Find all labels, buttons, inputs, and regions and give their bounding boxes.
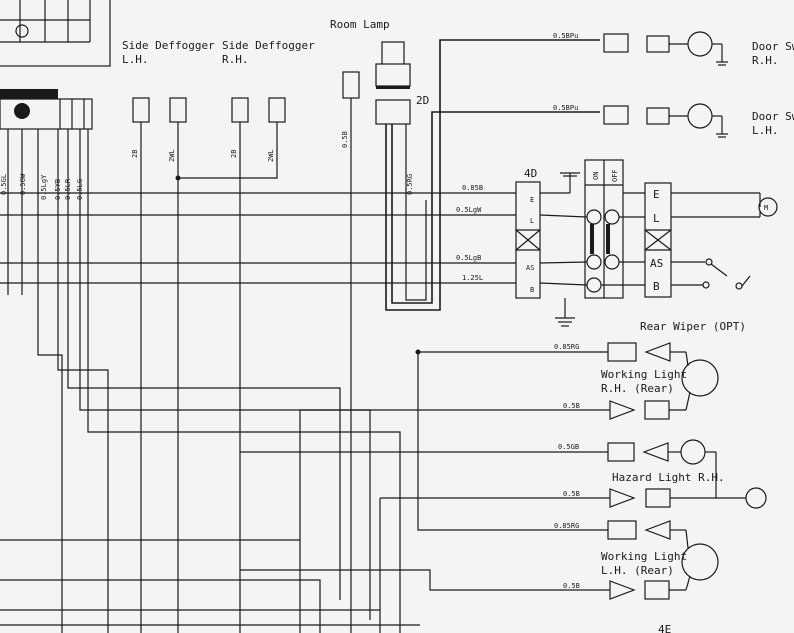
wire-label: 2B [131, 150, 139, 158]
wire-label: 0.5LG [76, 179, 84, 200]
wire-label: 0.5B [341, 131, 349, 148]
wire-label: 0.5LR [64, 178, 72, 200]
wire [405, 124, 427, 301]
wire-label: 0.5GL [0, 174, 8, 195]
wire-label: 0.5B [563, 402, 580, 410]
pin-4d-l: L [530, 217, 534, 225]
door-switch-lh [603, 103, 728, 138]
wire [178, 122, 278, 179]
pin-sw-as: AS [650, 257, 663, 270]
left-vertical-wire-labels: 0.5GL 0.5GW 0.5LgY 0.5YB 0.5LR 0.5LG [0, 173, 84, 200]
switch-on-label: ON [592, 172, 600, 180]
wire-label: 0.5BPu [553, 32, 578, 40]
switch-off-label: OFF [611, 169, 619, 182]
wire-label: 0.5B [563, 582, 580, 590]
wire [385, 39, 600, 311]
wiper-motor [758, 197, 778, 217]
wire-label: 0.5LgY [40, 174, 48, 200]
working-light-rh [607, 342, 719, 420]
wire-label: 0.85RG [554, 522, 579, 530]
rear-wiper-label: Rear Wiper (OPT) [640, 320, 746, 333]
wire-label: 0.5B [563, 490, 580, 498]
side-defogger-rh-side: R.H. [222, 53, 249, 66]
left-vertical-wires [7, 129, 401, 633]
pin-sw-e: E [653, 188, 660, 201]
wire [0, 539, 301, 633]
room-lamp-label: Room Lamp [330, 18, 390, 31]
pin-4d-e: E [530, 196, 534, 204]
wire-label: 0.5YB [54, 179, 62, 200]
rear-wiper-switch [539, 159, 624, 327]
left-connector [0, 89, 93, 130]
wire-label: 2B [230, 150, 238, 158]
side-defogger-rh-title: Side Deffogger [222, 39, 315, 52]
door-switch-lh-side: L.H. [752, 124, 779, 137]
door-switch-lh-title: Door Swi [752, 110, 794, 123]
pin-sw-b: B [653, 280, 660, 293]
connector-4d: 4D [524, 167, 537, 180]
wire [417, 352, 608, 531]
wire-label: 0.5RG [406, 174, 414, 195]
hazard-light-rh [607, 439, 767, 509]
hazard-light-rh-label: Hazard Light R.H. [612, 471, 725, 484]
wire-label: 0.5LgW [456, 206, 482, 214]
wire-label: 1.25L [462, 274, 483, 282]
room-lamp-switch [342, 71, 360, 99]
connector-2d: 2D [416, 94, 429, 107]
wire-label: 0.85RG [554, 343, 579, 351]
wire [240, 569, 610, 591]
wire-label: 0.5GW [19, 173, 27, 195]
working-light-rh-title: Working Light [601, 368, 687, 381]
wire-label: 0.5BPu [553, 104, 578, 112]
wire [0, 579, 321, 633]
wire-label: 2WL [168, 149, 176, 162]
connector-4e: 4E [658, 623, 671, 633]
door-switch-rh [603, 31, 728, 66]
room-lamp [375, 41, 411, 125]
defogger-connectors [132, 97, 286, 123]
door-switch-rh-title: Door Swi [752, 40, 794, 53]
working-light-rh-side: R.H. (Rear) [601, 382, 674, 395]
pin-4d-b: B [530, 286, 534, 294]
wire [0, 609, 381, 633]
working-light-lh-title: Working Light [601, 550, 687, 563]
side-defogger-lh-side: L.H. [122, 53, 149, 66]
fuse-block [0, 0, 111, 67]
pin-4d-as: AS [526, 264, 534, 272]
wire-label: 0.5LgB [456, 254, 481, 262]
wire-label: 0.85B [462, 184, 483, 192]
connector-4d-body [515, 181, 541, 299]
junction [175, 175, 181, 181]
door-switch-rh-side: R.H. [752, 54, 779, 67]
wire-label: 2WL [267, 149, 275, 162]
wire-label: 0.5GB [558, 443, 579, 451]
wire [391, 111, 600, 304]
wiper-motor-connector [601, 182, 761, 298]
motor-symbol: M [764, 204, 768, 212]
working-light-lh-side: L.H. (Rear) [601, 564, 674, 577]
pin-sw-l: L [653, 212, 660, 225]
side-defogger-lh-title: Side Deffogger [122, 39, 215, 52]
